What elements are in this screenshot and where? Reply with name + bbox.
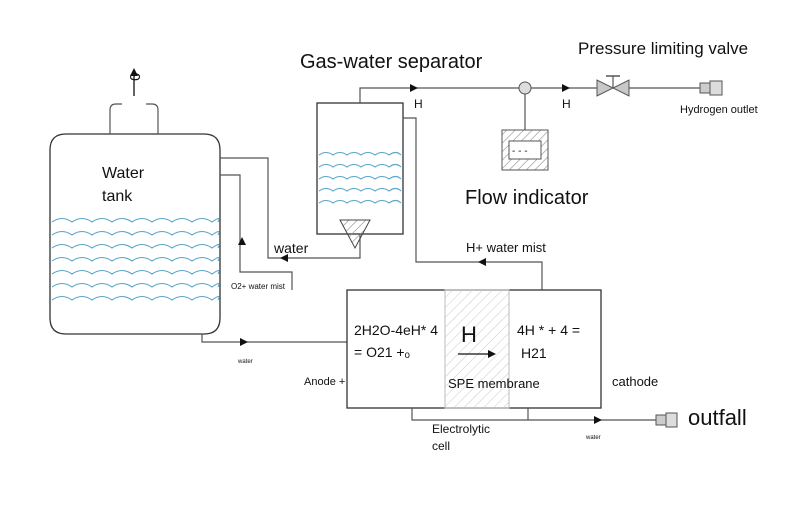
water-wave-line — [318, 151, 402, 156]
tank-mist-pipe — [220, 174, 293, 290]
hydrogen-outlet-label: Hydrogen outlet — [680, 104, 758, 116]
cathode-reaction: 4H * + 4 = H21 — [517, 322, 584, 361]
water-waves — [51, 217, 220, 301]
separator-water-waves — [318, 151, 402, 204]
h-label-1: H — [414, 97, 423, 111]
gas-water-separator — [316, 102, 404, 250]
water-wave-line — [318, 163, 402, 168]
flow-display: - - - — [512, 146, 528, 157]
hydrogen-outlet-nozzle — [699, 82, 711, 94]
water-wave-line — [51, 295, 220, 301]
o2-water-mist-label: O2+ water mist — [231, 282, 286, 291]
oxygen-label: 0 — [127, 73, 144, 81]
water-out-label: water — [585, 435, 601, 441]
electrolytic-cell-label: Electrolytic cell — [432, 422, 493, 453]
flow-indicator-label: Flow indicator — [465, 187, 589, 209]
pressure-valve-label: Pressure limiting valve — [578, 39, 748, 58]
water-wave-line — [51, 217, 220, 223]
anode-label: Anode + — [304, 376, 345, 388]
cathode-label: cathode — [612, 374, 658, 389]
spe-membrane-label: SPE membrane — [448, 376, 540, 391]
outfall-label: outfall — [688, 405, 747, 430]
pipe-junction — [518, 81, 532, 95]
anode-reaction: 2H2O-4eH* 4 = O21 +ₒ — [354, 322, 442, 360]
water-wave-line — [51, 230, 220, 236]
outfall-nozzle — [655, 414, 667, 426]
electrolytic-cell — [346, 289, 602, 409]
h-water-mist-label: H+ water mist — [466, 240, 546, 255]
water-feed-pipe — [201, 334, 347, 343]
water-wave-line — [318, 175, 402, 180]
oxygen-outlet-arrow — [130, 68, 138, 96]
h-water-mist-pipe — [403, 117, 543, 290]
membrane-h-label: H — [461, 322, 477, 347]
water-wave-line — [51, 256, 220, 262]
water-return-label: water — [273, 240, 309, 256]
water-wave-line — [51, 282, 220, 288]
spe-membrane — [444, 289, 510, 409]
pressure-limiting-valve — [596, 75, 630, 97]
hydrogen-pipe — [359, 87, 597, 103]
tank-return-pipe — [220, 157, 361, 259]
water-tank-label: Water tank — [102, 165, 149, 205]
h-label-2: H — [562, 97, 571, 111]
water-wave-line — [318, 199, 402, 204]
drain-pipe — [411, 408, 529, 421]
water-wave-line — [318, 187, 402, 192]
flow-indicator: - - - — [501, 129, 549, 171]
separator-label: Gas-water separator — [300, 51, 483, 73]
water-wave-line — [51, 269, 220, 275]
water-feed-label: water — [237, 359, 253, 365]
water-wave-line — [51, 243, 220, 249]
water-tank — [49, 103, 221, 335]
